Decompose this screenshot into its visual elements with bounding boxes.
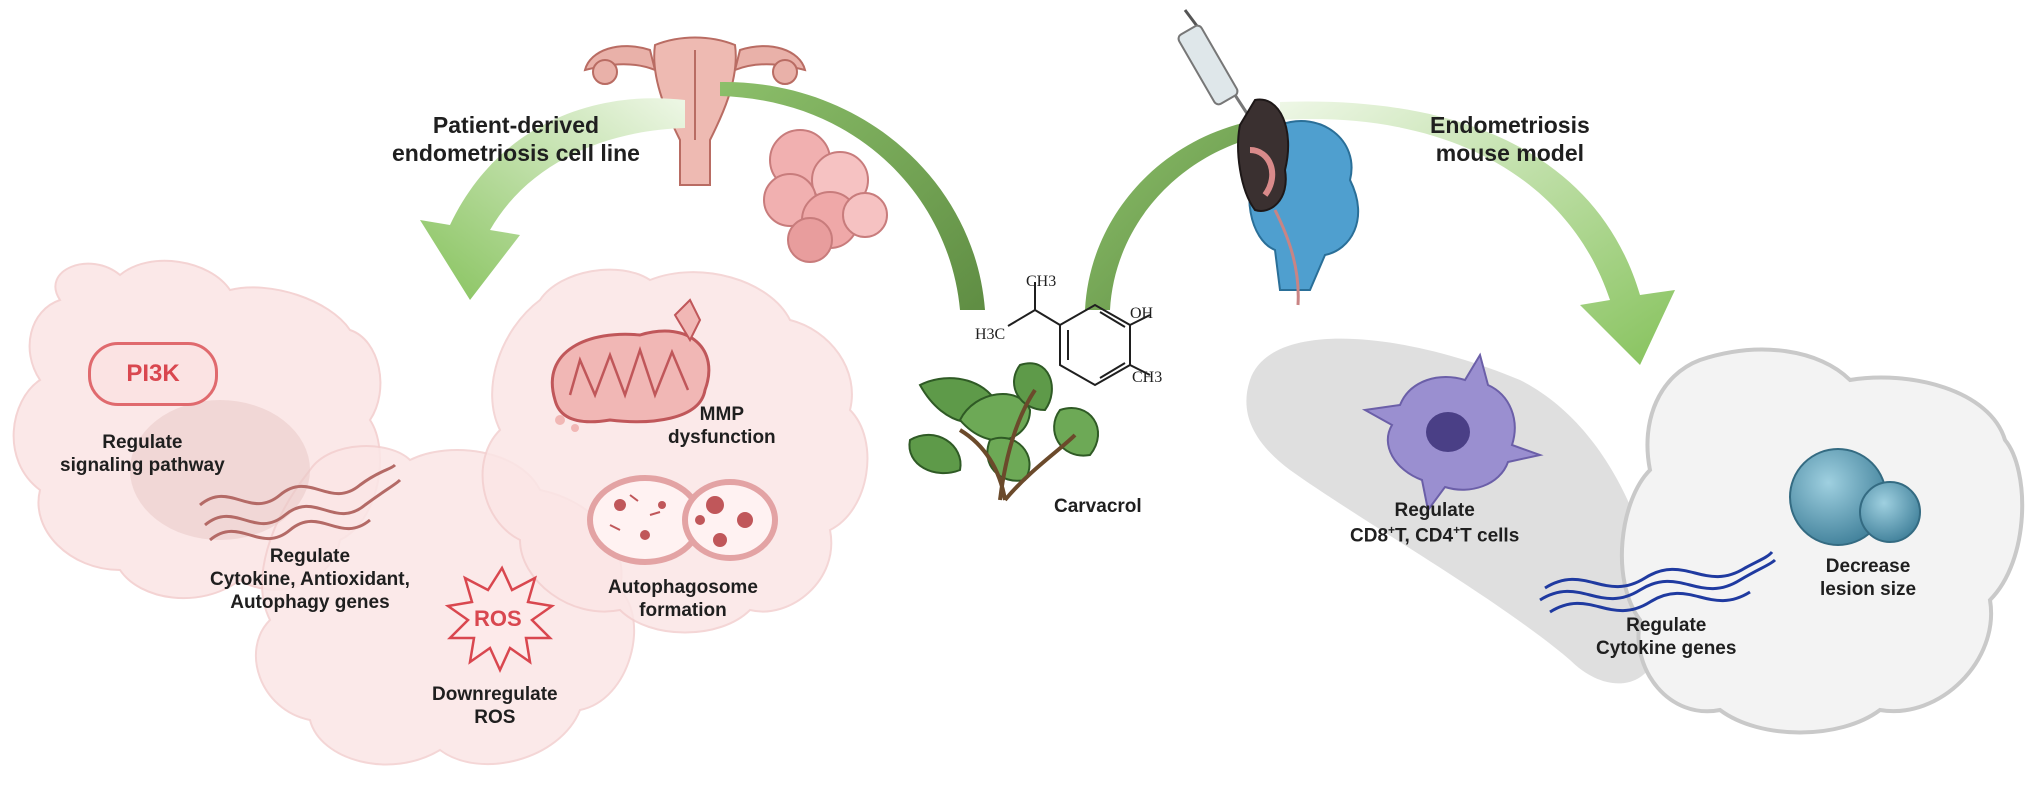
mouse-model-title: Endometriosis mouse model xyxy=(1430,112,1590,166)
plant-leaves-icon xyxy=(908,362,1100,502)
autophagosome-icon xyxy=(587,475,778,565)
ros-star-icon xyxy=(444,565,556,674)
dendritic-cell-icon xyxy=(1361,352,1544,513)
syringe-icon xyxy=(1177,9,1250,116)
arrow-to-carvacrol-left xyxy=(720,81,985,310)
carvacrol-label: Carvacrol xyxy=(1054,496,1142,517)
h3c-label: H3C xyxy=(975,326,1006,343)
cell-cluster-icon xyxy=(763,129,888,263)
ros-badge: ROS xyxy=(474,606,522,631)
uterus-icon xyxy=(583,36,807,186)
tcell-label: Regulate CD8+T, CD4+T cells xyxy=(1350,500,1520,547)
ch3-bottom-label: CH3 xyxy=(1132,369,1163,386)
mitochondrion-icon xyxy=(550,298,711,432)
oh-label: OH xyxy=(1130,305,1154,322)
pi3k-badge: PI3K xyxy=(88,342,218,406)
genes-label: Regulate Cytokine, Antioxidant, Autophag… xyxy=(210,546,410,613)
mmp-label: MMP dysfunction xyxy=(668,404,776,448)
nucleus xyxy=(130,400,310,540)
mouse-icon xyxy=(1237,98,1300,306)
cytokine-label: Regulate Cytokine genes xyxy=(1596,615,1737,659)
lesion-icon xyxy=(1789,448,1921,546)
tissue-region xyxy=(1246,338,1661,684)
cell-line-title: Patient-derived endometriosis cell line xyxy=(392,112,640,166)
arrow-to-cell-line xyxy=(420,98,685,300)
lesion-label: Decrease lesion size xyxy=(1820,556,1917,600)
carvacrol-structure-icon xyxy=(1007,282,1151,387)
ch3-top-label: CH3 xyxy=(1026,273,1057,290)
dna-pink-icon xyxy=(199,463,402,542)
signaling-label: Regulate signaling pathway xyxy=(60,432,225,476)
ros-label: Downregulate ROS xyxy=(432,684,558,728)
dna-blue-icon xyxy=(1539,550,1777,614)
autophagosome-label: Autophagosome formation xyxy=(608,577,758,621)
arrow-to-mouse-model xyxy=(1280,101,1675,365)
